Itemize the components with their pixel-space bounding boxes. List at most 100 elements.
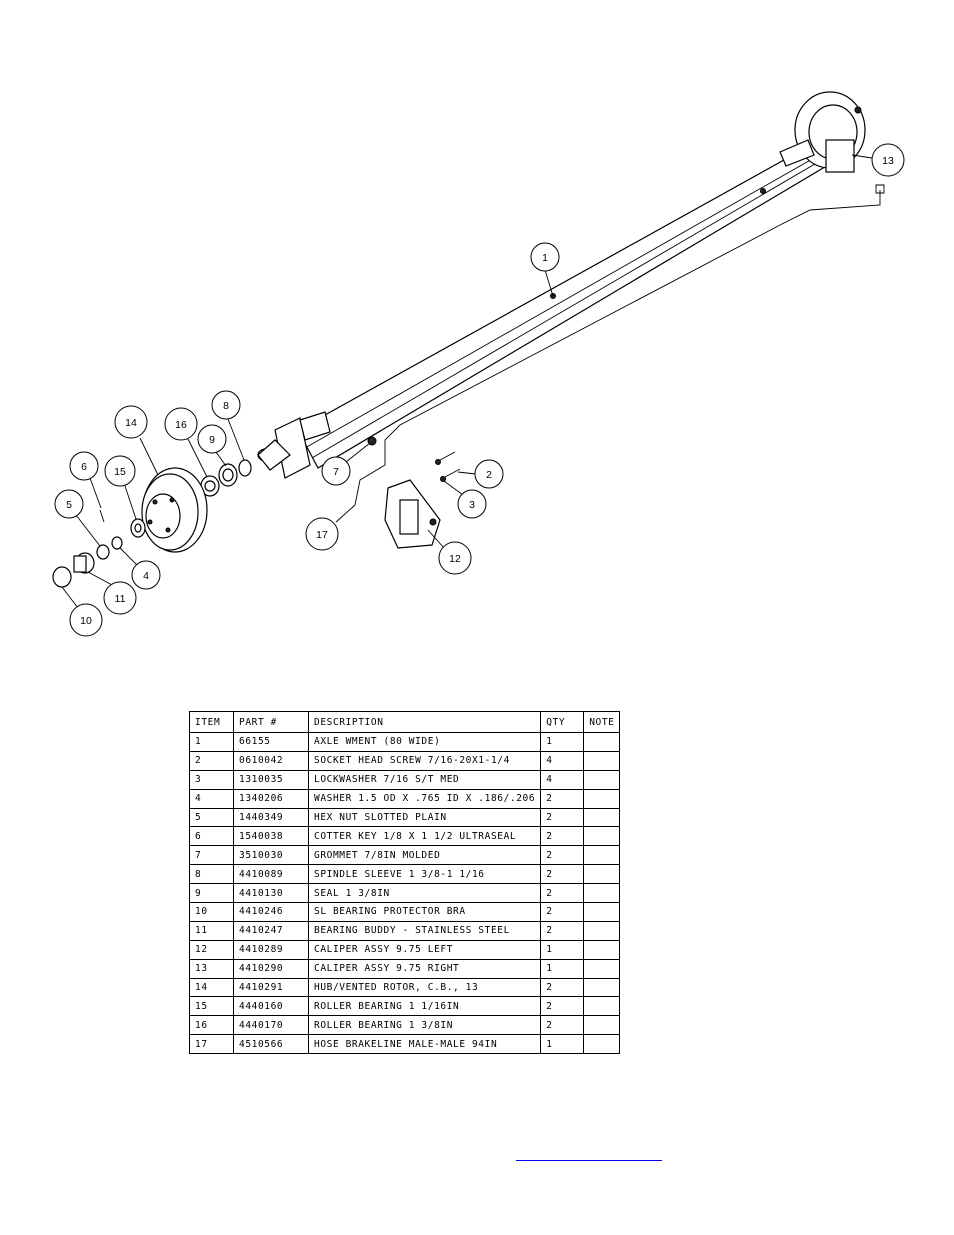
cell-note <box>583 788 621 809</box>
cell-qty: 1 <box>540 958 585 979</box>
cell-description: COTTER KEY 1/8 X 1 1/2 ULTRASEAL <box>307 826 542 847</box>
callout-9: 9 <box>197 424 227 467</box>
cell-description: ROLLER BEARING 1 1/16IN <box>307 996 542 1017</box>
spindle-flange <box>257 411 377 479</box>
cell-note <box>583 864 621 885</box>
cell-item: 1 <box>189 732 234 752</box>
cell-note <box>583 1015 621 1036</box>
callout-7: 7 <box>321 442 371 486</box>
callout-15: 15 <box>104 455 137 520</box>
callout-11: 11 <box>87 571 137 615</box>
cell-qty: 2 <box>540 902 585 922</box>
brake-line <box>354 190 881 506</box>
cell-description: HUB/VENTED ROTOR, C.B., 13 <box>307 977 542 998</box>
cell-qty: 2 <box>540 996 585 1017</box>
svg-text:2: 2 <box>486 469 492 481</box>
axle-tube <box>297 139 842 469</box>
cell-item: 13 <box>189 958 234 979</box>
callout-12: 12 <box>427 529 472 575</box>
cell-part-number: 1340206 <box>233 788 309 809</box>
callout-10: 10 <box>61 586 103 637</box>
cell-note <box>583 769 621 790</box>
svg-text:7: 7 <box>333 466 339 478</box>
cell-part-number: 4510566 <box>233 1034 309 1055</box>
header-item: ITEM <box>189 711 234 733</box>
svg-text:8: 8 <box>223 400 229 412</box>
cell-qty: 2 <box>540 1015 585 1036</box>
callout-8: 8 <box>211 390 245 461</box>
cell-note <box>583 902 621 922</box>
right-hub-assembly <box>779 91 866 173</box>
callout-14: 14 <box>114 405 159 476</box>
svg-text:9: 9 <box>209 434 215 446</box>
cell-note <box>583 977 621 998</box>
callout-2: 2 <box>457 459 504 489</box>
footer-link[interactable] <box>516 1150 662 1161</box>
bearing-stack <box>96 509 146 560</box>
cell-part-number: 4440170 <box>233 1015 309 1036</box>
cell-part-number: 4410089 <box>233 864 309 885</box>
svg-text:14: 14 <box>125 417 137 429</box>
bearing-buddy <box>52 552 95 588</box>
cell-item: 11 <box>189 920 234 941</box>
cell-part-number: 1440349 <box>233 807 309 828</box>
cell-description: GROMMET 7/8IN MOLDED <box>307 845 542 866</box>
svg-text:16: 16 <box>175 419 187 431</box>
svg-text:17: 17 <box>316 529 328 541</box>
header-note: NOTE <box>583 711 621 733</box>
cell-description: CALIPER ASSY 9.75 RIGHT <box>307 958 542 979</box>
header-qty: QTY <box>540 711 585 733</box>
cell-description: AXLE WMENT (80 WIDE) <box>307 732 542 752</box>
svg-text:15: 15 <box>114 466 126 478</box>
cell-item: 5 <box>189 807 234 828</box>
callout-5: 5 <box>54 489 101 547</box>
cell-part-number: 4410289 <box>233 939 309 960</box>
callout-16: 16 <box>164 407 208 478</box>
svg-text:10: 10 <box>80 615 92 627</box>
svg-text:4: 4 <box>143 570 149 582</box>
cell-item: 10 <box>189 902 234 922</box>
callout-6: 6 <box>69 451 102 509</box>
cell-part-number: 1540038 <box>233 826 309 847</box>
cell-note <box>583 883 621 904</box>
cell-description: HEX NUT SLOTTED PLAIN <box>307 807 542 828</box>
cell-description: LOCKWASHER 7/16 S/T MED <box>307 769 542 790</box>
cell-item: 8 <box>189 864 234 885</box>
cell-part-number: 1310035 <box>233 769 309 790</box>
callout-3: 3 <box>443 480 487 519</box>
cell-part-number: 4410290 <box>233 958 309 979</box>
cell-qty: 2 <box>540 883 585 904</box>
cell-description: SEAL 1 3/8IN <box>307 883 542 904</box>
cell-item: 3 <box>189 769 234 790</box>
cell-description: SOCKET HEAD SCREW 7/16-20X1-1/4 <box>307 750 542 771</box>
cell-description: SL BEARING PROTECTOR BRA <box>307 902 542 922</box>
cell-description: WASHER 1.5 OD X .765 ID X .186/.206 <box>307 788 542 809</box>
cell-item: 4 <box>189 788 234 809</box>
svg-text:13: 13 <box>882 155 894 167</box>
cell-part-number: 66155 <box>233 732 309 752</box>
cell-qty: 2 <box>540 788 585 809</box>
callout-17: 17 <box>305 504 356 551</box>
cell-description: CALIPER ASSY 9.75 LEFT <box>307 939 542 960</box>
cell-qty: 1 <box>540 732 585 752</box>
cell-item: 9 <box>189 883 234 904</box>
cell-qty: 2 <box>540 826 585 847</box>
cell-part-number: 3510030 <box>233 845 309 866</box>
cell-note <box>583 732 621 752</box>
svg-text:5: 5 <box>66 499 72 511</box>
cell-qty: 4 <box>540 769 585 790</box>
cell-qty: 1 <box>540 1034 585 1055</box>
cell-description: HOSE BRAKELINE MALE-MALE 94IN <box>307 1034 542 1055</box>
cell-item: 17 <box>189 1034 234 1055</box>
cell-item: 6 <box>189 826 234 847</box>
cell-description: ROLLER BEARING 1 3/8IN <box>307 1015 542 1036</box>
